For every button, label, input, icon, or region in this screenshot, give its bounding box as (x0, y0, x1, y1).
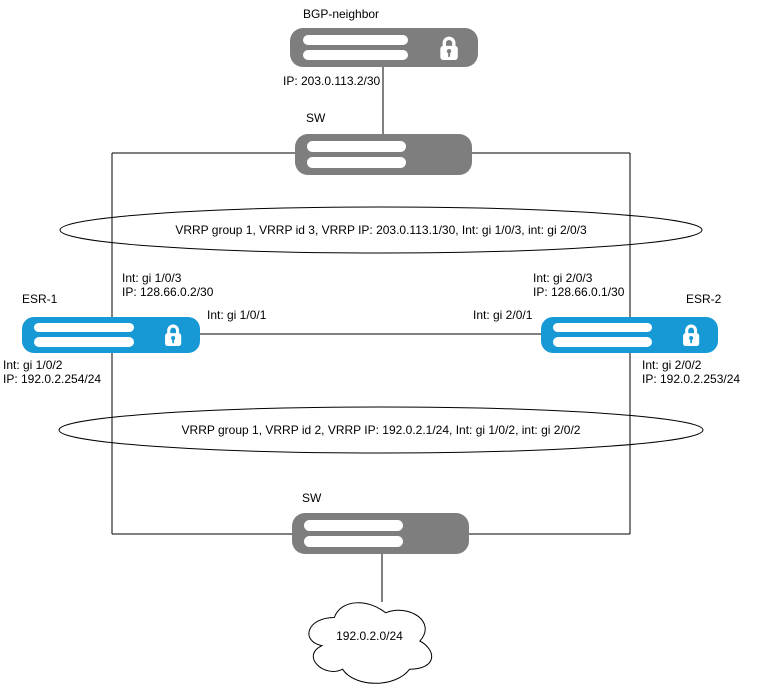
device-slot (307, 140, 407, 152)
cloud-shape (308, 602, 433, 684)
switch-top-node (295, 134, 472, 175)
esr2-uplink-ip: IP: 128.66.0.1/30 (533, 285, 625, 299)
esr2-title: ESR-2 (686, 292, 722, 306)
esr1-uplink-interface: Int: gi 1/0/3 (122, 271, 182, 285)
esr2-lan-labels: Int: gi 2/0/2 IP: 192.0.2.253/24 (642, 358, 740, 386)
device-slot (304, 535, 404, 547)
esr2-uplink-labels: Int: gi 2/0/3 IP: 128.66.0.1/30 (533, 271, 624, 299)
esr1-title: ESR-1 (22, 292, 58, 306)
esr2-uplink-interface: Int: gi 2/0/3 (533, 271, 593, 285)
esr1-lan-ip: IP: 192.0.2.254/24 (3, 372, 102, 386)
lock-icon (440, 36, 458, 60)
bgp-neighbor-ip: IP: 203.0.113.2/30 (283, 74, 381, 88)
vrrp-upper-label: VRRP group 1, VRRP id 3, VRRP IP: 203.0.… (175, 223, 587, 237)
esr2-node (541, 317, 718, 353)
switch-bottom-label: SW (302, 491, 322, 505)
device-slot (304, 519, 404, 531)
esr1-lan-labels: Int: gi 1/0/2 IP: 192.0.2.254/24 (3, 358, 101, 386)
device-slot (34, 337, 135, 347)
esr1-uplink-ip: IP: 128.66.0.2/30 (122, 285, 214, 299)
device-slot (303, 49, 409, 60)
device-slot (34, 323, 135, 333)
cloud-label: 192.0.2.0/24 (336, 629, 403, 643)
esr1-lan-interface: Int: gi 1/0/2 (3, 358, 63, 372)
vrrp-lower-label: VRRP group 1, VRRP id 2, VRRP IP: 192.0.… (181, 423, 581, 437)
bgp-neighbor-label: BGP-neighbor (303, 7, 380, 21)
device-slot (553, 323, 653, 333)
vrrp-upper-ellipse (59, 206, 703, 254)
esr2-lan-interface: Int: gi 2/0/2 (642, 358, 702, 372)
lock-icon (164, 324, 182, 347)
switch-top-label: SW (306, 111, 326, 125)
switch-bottom-node (292, 513, 469, 554)
device-slot (307, 156, 407, 168)
device-slot (553, 337, 653, 347)
esr2-lan-ip: IP: 192.0.2.253/24 (642, 372, 741, 386)
esr1-uplink-labels: Int: gi 1/0/3 IP: 128.66.0.2/30 (122, 271, 213, 299)
esr1-node (22, 317, 200, 353)
bgp-neighbor-node (290, 28, 478, 67)
esr2-peer-interface: Int: gi 2/0/1 (473, 308, 533, 322)
vrrp-lower-ellipse (58, 406, 704, 454)
lock-icon (683, 324, 700, 347)
esr1-peer-interface: Int: gi 1/0/1 (207, 308, 267, 322)
device-slot (303, 34, 409, 45)
